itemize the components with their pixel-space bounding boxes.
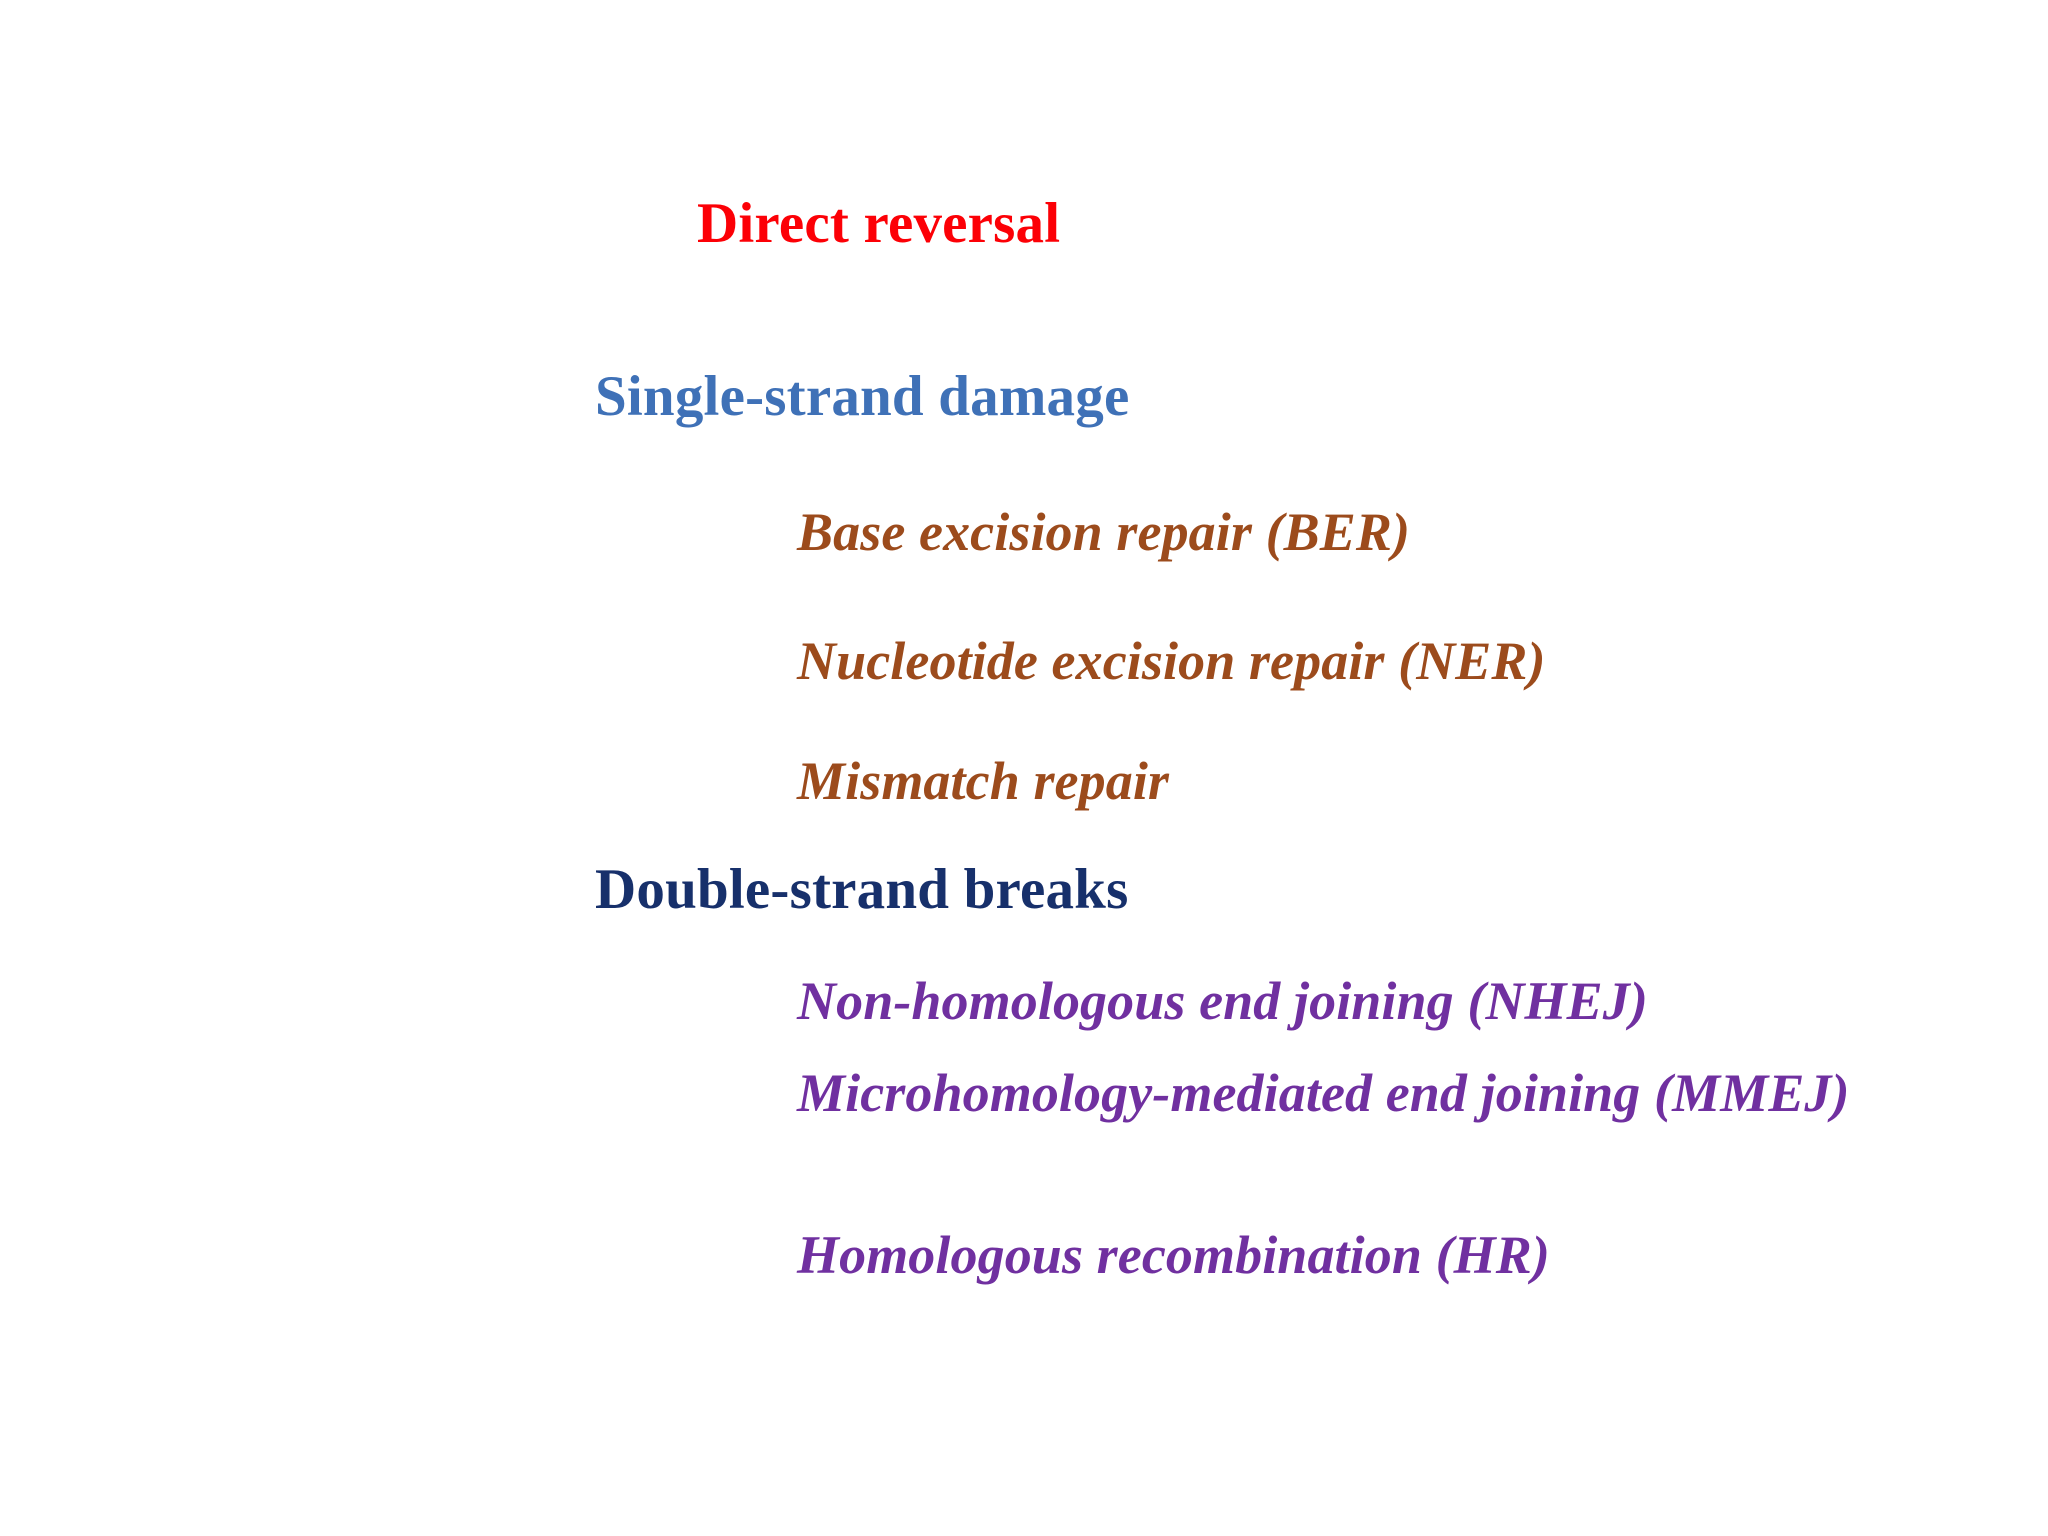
- list-item-homologous-recombination: Homologous recombination (HR): [797, 1225, 1550, 1285]
- list-item-microhomology-mediated-end-joining: Microhomology-mediated end joining (MMEJ…: [797, 1063, 1850, 1123]
- list-item-nucleotide-excision-repair: Nucleotide excision repair (NER): [797, 631, 1546, 691]
- heading-double-strand-breaks: Double-strand breaks: [595, 858, 1129, 921]
- list-item-non-homologous-end-joining: Non-homologous end joining (NHEJ): [797, 971, 1648, 1031]
- list-item-base-excision-repair: Base excision repair (BER): [797, 502, 1411, 562]
- slide-title-direct-reversal: Direct reversal: [697, 192, 1061, 255]
- heading-single-strand-damage: Single-strand damage: [595, 365, 1130, 428]
- list-item-mismatch-repair: Mismatch repair: [797, 751, 1170, 811]
